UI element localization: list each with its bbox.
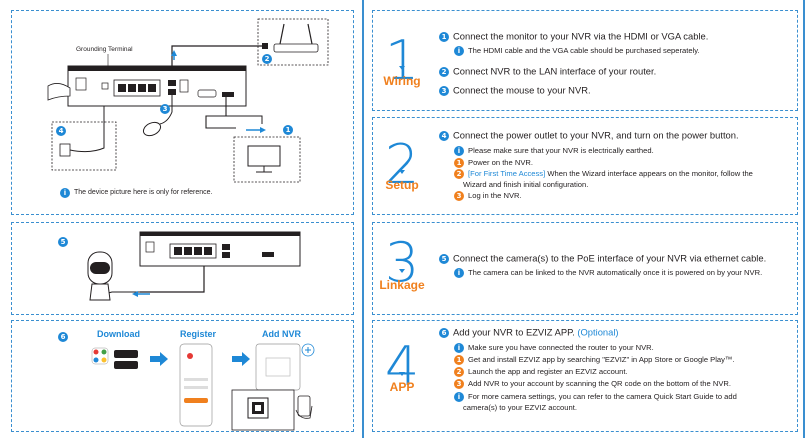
info-icon: i [60,188,70,198]
grounding-terminal-label: Grounding Terminal [76,46,133,53]
badge-2: 2 [262,54,272,64]
download-label: Download [97,329,140,339]
linkage-diagram-panel [11,222,354,315]
badge-3: 3 [160,104,170,114]
linkage-diagram [87,231,301,301]
sub-3-circle: 3 [454,191,464,201]
step-1-arrow [399,66,405,70]
app-diagram-panel [11,320,354,432]
info-icon: i [454,146,464,156]
setup-sub-2: 2[For First Time Access] When the Wizard… [454,169,753,179]
info-icon: i [454,392,464,402]
wiring-diagram-panel [11,10,354,215]
step-2-arrow [399,170,405,174]
badge-4: 4 [56,126,66,136]
app-text-panel [372,320,798,432]
app-line-5-cont: camera(s) to your EZVIZ account. [463,403,577,412]
badge-1: 1 [283,125,293,135]
info-icon: i [454,46,464,56]
step-3-circle: 3 [439,85,449,96]
badge-5: 5 [58,237,68,247]
setup-sub-2-cont: Wizard and finish initial configuration. [463,180,589,189]
add-nvr-label: Add NVR [262,329,301,339]
divider-left [362,0,364,438]
step-6-circle: 6 [439,327,449,338]
step-4-circle: 4 [439,130,449,141]
step-1-number: 1 [384,29,420,92]
wiring-diagram [47,18,329,183]
sub-2-circle: 2 [454,169,464,179]
linkage-text-panel [372,222,798,315]
step-3-arrow [399,269,405,273]
divider-right [803,0,805,438]
badge-6: 6 [58,332,68,342]
step-2-label: Setup [385,178,419,192]
sub-1-circle: 1 [454,158,464,168]
step-4-arrow [399,372,405,376]
app-flow-diagram [91,343,315,431]
step-4-label: APP [389,380,415,394]
register-label: Register [180,329,217,339]
step-3-number: 3 [384,231,420,294]
app-sub-3-circle: 3 [454,379,464,389]
step-3-label: Linkage [379,278,425,292]
wiring-text-panel [372,10,798,111]
step-5-circle: 5 [439,253,449,264]
step-2-number: 2 [384,133,420,196]
info-icon: i [454,268,464,278]
step-1-label: Wiring [383,74,421,88]
setup-text-panel [372,117,798,215]
app-sub-2-circle: 2 [454,367,464,377]
info-icon: i [454,343,464,353]
step-1-circle: 1 [439,31,449,42]
app-sub-1-circle: 1 [454,355,464,365]
step-2-circle: 2 [439,66,449,77]
step-4-number: 4 [384,335,420,398]
